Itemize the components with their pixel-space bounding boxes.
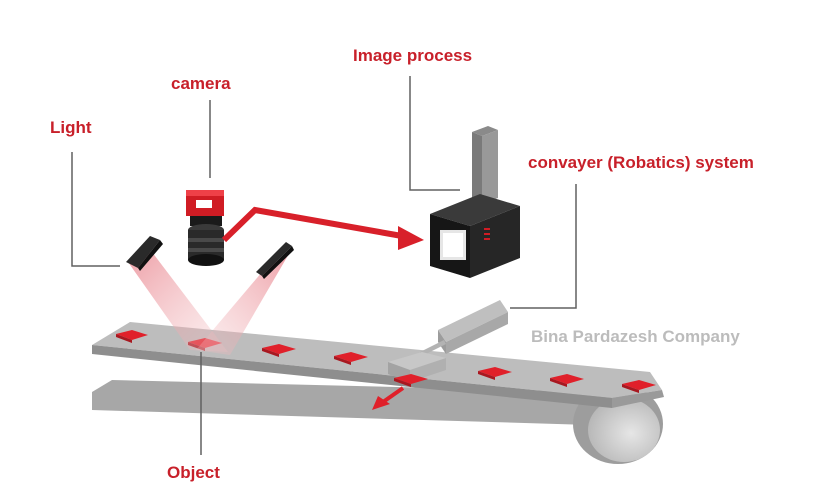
label-conveyor: convayer (Robatics) system [528,153,754,172]
reject-arrow [372,386,405,410]
signal-arrow [221,206,424,250]
leader-lines [71,76,577,455]
object-item [116,330,148,343]
light-beam-right [196,252,290,355]
leader-light [71,152,120,267]
object-item [262,344,296,357]
leader-image-process [409,76,460,191]
object-item [334,352,368,365]
object-item [478,367,512,380]
pusher-actuator [388,300,508,382]
upper-belt-edge [92,345,612,408]
object-item [550,374,584,387]
image-process-unit [430,126,520,278]
light-beam-left [128,252,228,352]
leader-conveyor [510,184,577,309]
object-item [622,380,656,393]
light-right [256,242,294,279]
label-image-process: Image process [353,46,473,65]
light-left [126,236,163,271]
label-light: Light [50,118,92,137]
camera-device [186,190,224,266]
object-pushed [394,374,428,387]
end-roller [588,398,660,462]
watermark-text: Bina Pardazesh Company [531,327,740,346]
label-object: Object [167,463,220,482]
label-camera: camera [171,74,231,93]
